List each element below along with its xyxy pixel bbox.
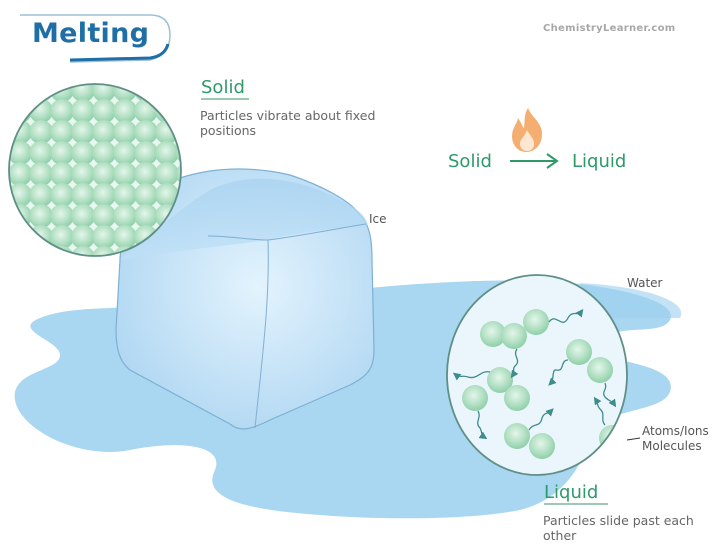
liquid-underline [544,503,608,505]
flame-icon [512,108,542,152]
page-title: Melting [32,18,150,49]
site-watermark: ChemistryLearner.com [543,23,676,34]
particles-label: Atoms/Ions Molecules [642,424,709,453]
liquid-heading: Liquid [544,482,608,505]
solid-heading-text: Solid [201,77,245,98]
liquid-description: Particles slide past each other [543,513,694,543]
equation-from: Solid [448,151,492,172]
right-arrow-icon [510,153,559,169]
solid-description: Particles vibrate about fixed positions [200,108,376,138]
liquid-heading-text: Liquid [544,482,599,503]
equation-to: Liquid [572,151,627,172]
solid-underline [201,98,249,100]
title-swoosh [20,14,171,63]
solid-heading: Solid [201,77,249,100]
water-label: Water [627,276,663,290]
ice-label: Ice [369,212,387,226]
